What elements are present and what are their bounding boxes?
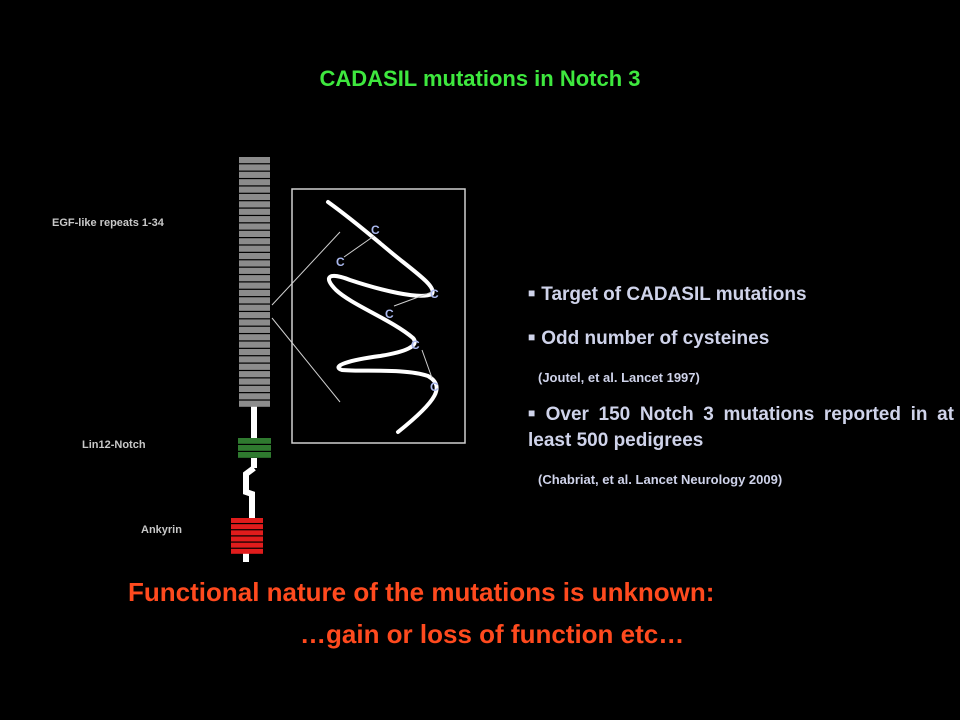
- cysteine-label: C: [385, 307, 394, 321]
- egf-repeat: [239, 341, 270, 348]
- egf-repeat: [239, 348, 270, 356]
- ankyrin-repeat: [231, 536, 263, 542]
- disulfide-bonds: [343, 235, 433, 379]
- egf-repeat: [239, 171, 270, 178]
- lin12-repeat: [238, 445, 271, 451]
- egf-fold-curve: [326, 200, 439, 434]
- reference-joutel: (Joutel, et al. Lancet 1997): [538, 370, 700, 385]
- egf-repeat: [239, 304, 270, 311]
- egf-repeat: [239, 157, 270, 164]
- zoom-line-top: [271, 231, 341, 306]
- bullet-square-icon: ■: [528, 406, 540, 420]
- lin12-notch-label: Lin12-Notch: [82, 439, 146, 451]
- egf-repeat: [239, 400, 270, 407]
- egf-repeat: [239, 319, 270, 326]
- ankyrin-repeat: [231, 518, 263, 523]
- ankyrin-repeat: [231, 530, 263, 536]
- egf-repeat-inset-box: [291, 188, 466, 444]
- egf-repeat-stack: [239, 157, 270, 407]
- lin12-repeat: [238, 438, 271, 444]
- egf-repeat: [239, 393, 270, 400]
- cysteine-label: C: [336, 255, 345, 269]
- cysteine-label: C: [430, 380, 439, 394]
- zoom-line-bottom: [271, 317, 341, 403]
- ankyrin-repeat: [231, 524, 263, 530]
- bullet-square-icon: ■: [528, 330, 536, 344]
- egf-repeat: [239, 282, 270, 289]
- egf-repeat: [239, 238, 270, 245]
- conclusion-line-2: …gain or loss of function etc…: [300, 619, 685, 649]
- egf-repeat: [239, 245, 270, 252]
- egf-repeat: [239, 252, 270, 260]
- egf-repeat: [239, 378, 270, 385]
- cysteine-label: C: [371, 223, 380, 237]
- ankyrin-stack: [231, 518, 263, 554]
- egf-repeats-label: EGF-like repeats 1-34: [52, 217, 164, 229]
- bullet-cysteines: ■Odd number of cysteines: [528, 328, 770, 349]
- egf-repeat: [239, 297, 270, 304]
- egf-repeat: [239, 223, 270, 230]
- slide-title: CADASIL mutations in Notch 3: [319, 66, 641, 91]
- egf-repeat: [239, 363, 270, 370]
- egf-repeat: [239, 371, 270, 378]
- egf-repeat: [239, 208, 270, 215]
- egf-repeat: [239, 334, 270, 341]
- cysteine-label: C: [411, 338, 420, 352]
- ankyrin-repeat: [231, 542, 263, 548]
- egf-repeat: [239, 385, 270, 393]
- egf-repeat: [239, 289, 270, 297]
- egf-repeat: [239, 326, 270, 333]
- bullet-square-icon: ■: [528, 286, 536, 300]
- egf-repeat: [239, 267, 270, 274]
- egf-repeat: [239, 356, 270, 363]
- ankyrin-repeat: [231, 548, 263, 554]
- cysteine-labels: C C C C C C: [336, 223, 439, 394]
- egf-repeat: [239, 230, 270, 237]
- lin12-repeat: [238, 452, 271, 458]
- egf-repeat: [239, 179, 270, 186]
- egf-repeat: [239, 201, 270, 208]
- egf-repeat: [239, 312, 270, 319]
- egf-repeat: [239, 260, 270, 267]
- conclusion-line-1: Functional nature of the mutations is un…: [128, 577, 715, 607]
- egf-repeat: [239, 216, 270, 223]
- egf-repeat: [239, 164, 270, 171]
- egf-repeat: [239, 193, 270, 201]
- reference-chabriat: (Chabriat, et al. Lancet Neurology 2009): [538, 472, 783, 487]
- notch3-backbone: [243, 405, 257, 562]
- egf-repeat: [239, 275, 270, 282]
- ankyrin-label: Ankyrin: [141, 524, 182, 536]
- cysteine-label: C: [430, 287, 439, 301]
- bullet-target: ■Target of CADASIL mutations: [528, 284, 807, 305]
- lin12-notch-stack: [238, 438, 271, 458]
- bullet-mutations: ■Over 150 Notch 3 mutations reported in …: [528, 404, 954, 451]
- egf-repeat: [239, 186, 270, 193]
